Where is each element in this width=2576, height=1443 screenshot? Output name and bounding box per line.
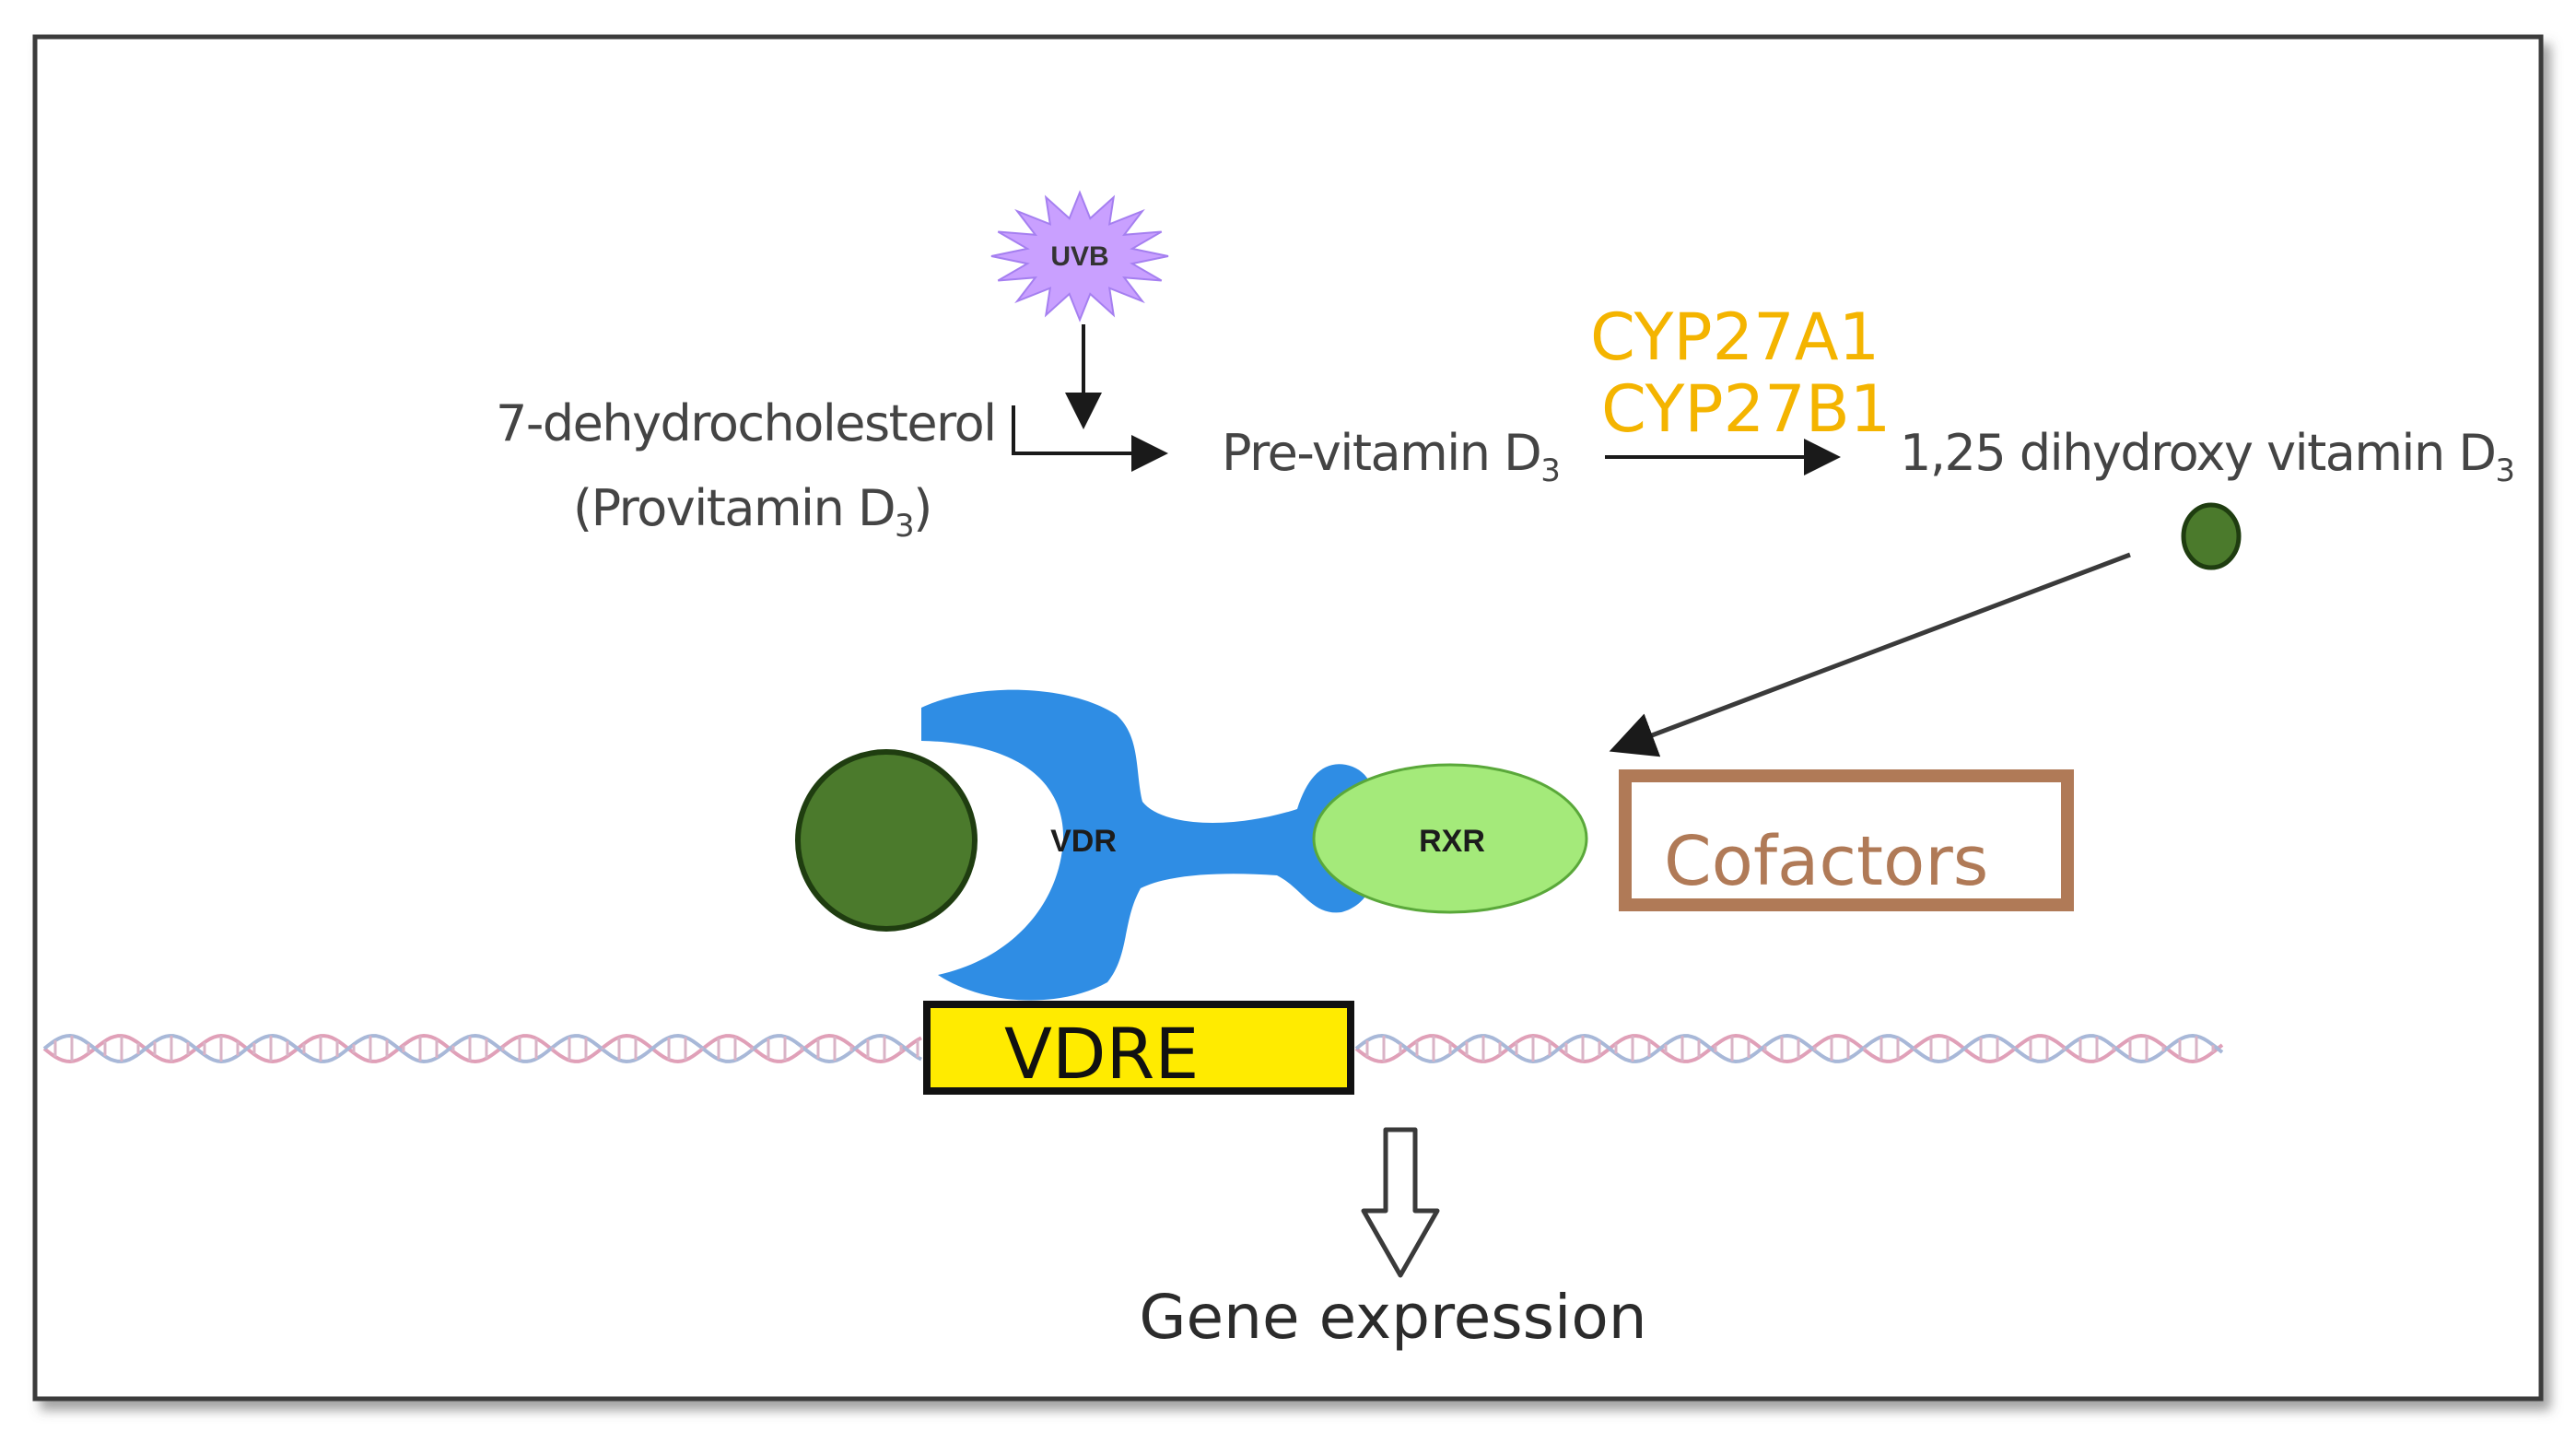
provitamin-label: (Provitamin D3) <box>573 479 931 545</box>
provitamin-close: ) <box>913 479 931 537</box>
dna-backbone <box>42 1033 922 1064</box>
rxr-protein-shape <box>1312 763 1588 914</box>
active-vitamin-text: 1,25 dihydroxy vitamin D <box>1900 424 2495 482</box>
provitamin-text: (Provitamin D <box>573 479 895 537</box>
uvb-label: UVB <box>1050 241 1108 272</box>
vdr-label: VDR <box>1050 824 1117 859</box>
hollow-down-arrow-icon <box>1361 1127 1440 1278</box>
previtamin-text: Pre-vitamin D <box>1222 424 1540 482</box>
enzyme-cyp27a1: CYP27A1 <box>1590 299 1879 375</box>
active-vitamin-label: 1,25 dihydroxy vitamin D3 <box>1900 424 2514 489</box>
precursor-label: 7-dehydrocholesterol <box>496 394 996 452</box>
binding-arrow <box>1609 552 2131 757</box>
enzyme-cyp27b1: CYP27B1 <box>1601 371 1891 447</box>
dna-strand-right <box>1354 1033 2224 1064</box>
figure-frame <box>32 34 2544 1402</box>
active-vitamin-subscript: 3 <box>2495 452 2513 489</box>
previtamin-label: Pre-vitamin D3 <box>1222 424 1559 489</box>
provitamin-subscript: 3 <box>895 508 913 545</box>
rxr-label: RXR <box>1419 824 1485 859</box>
conversion-arrow-1 <box>1012 405 1168 472</box>
dna-strand-left <box>42 1033 922 1064</box>
vitamin-d-ligand-small-icon <box>2181 502 2242 570</box>
vdre-box <box>923 1001 1354 1095</box>
dna-backbone <box>42 1033 922 1064</box>
uvb-starburst-icon: UVB <box>990 190 1169 323</box>
cofactors-box <box>1619 769 2074 911</box>
vdr-protein-shape <box>921 689 1379 1001</box>
previtamin-subscript: 3 <box>1540 452 1559 489</box>
cofactors-label: Cofactors <box>1664 822 1988 901</box>
vitamin-d-ligand-bound-icon <box>795 749 978 932</box>
gene-expression-label: Gene expression <box>1139 1282 1646 1353</box>
vdre-label: VDRE <box>1004 1013 1199 1095</box>
